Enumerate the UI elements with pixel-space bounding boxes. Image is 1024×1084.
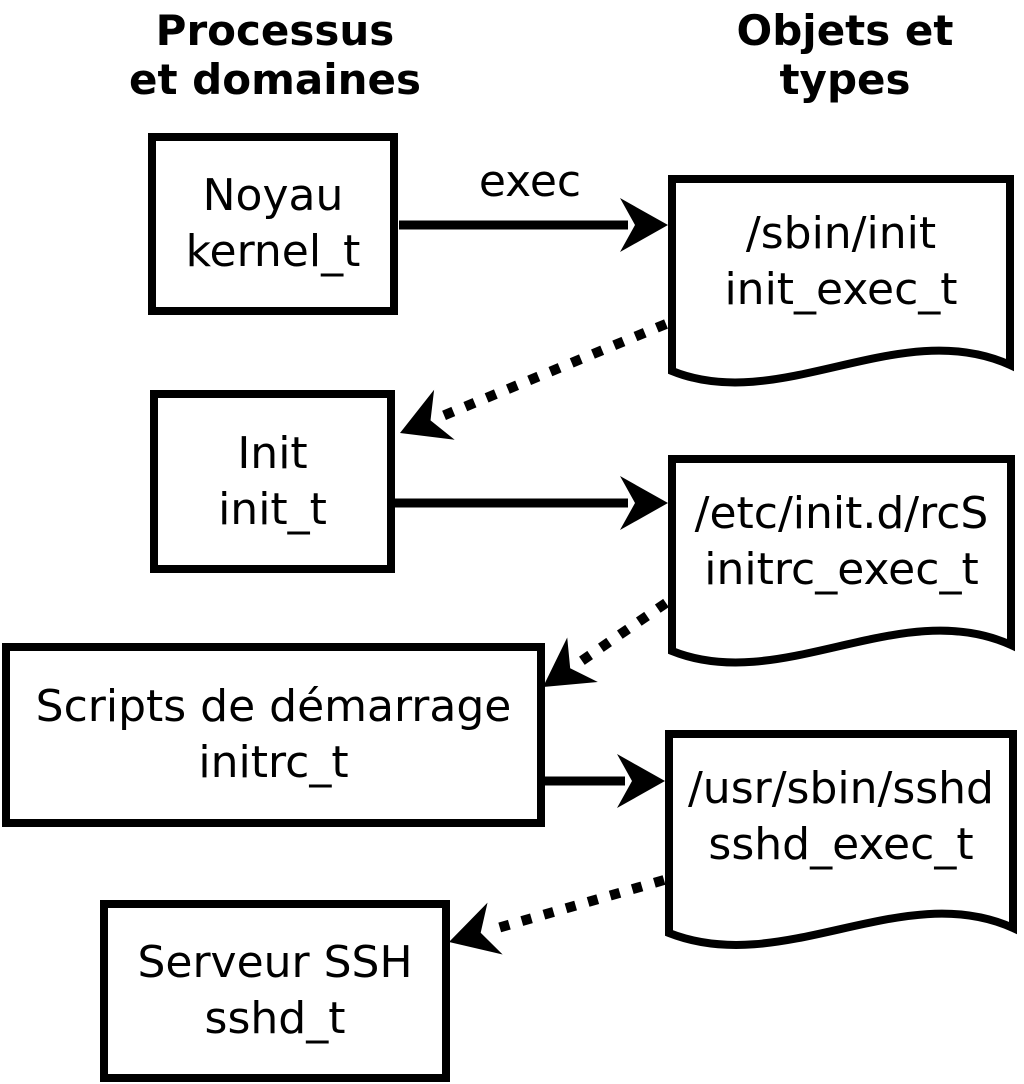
arrowhead-icon [620,198,668,252]
document-sbin-init-label: /sbin/init init_exec_t [670,179,1012,345]
document-usr-sbin-sshd-label: /usr/sbin/sshd sshd_exec_t [667,734,1015,900]
document-shape-sbin-init [668,175,1014,387]
process-domain-type: sshd_t [204,993,346,1044]
object-path: /etc/init.d/rcS [694,488,989,539]
document-shape-usr-sbin-sshd [665,730,1017,949]
process-box-kernel [148,133,398,315]
process-name: Serveur SSH [137,937,413,988]
process-box-sshd [100,900,450,1082]
column-header-processes-line1: Processus [155,6,395,55]
solid-arrow-init-to-rcs [392,476,668,530]
exec-edge-label: exec [478,156,582,207]
column-header-objects-line2: types [779,55,911,104]
process-box-initrc [2,643,545,827]
dotted-arrow-rcs-to-initrc [543,598,669,687]
column-header-objects: Objets et types [665,6,1024,104]
dotted-arrow-sbininit-to-init [400,319,668,440]
solid-arrow-kernel-to-sbininit [399,198,668,252]
process-box-init [150,390,395,573]
arrowhead-icon [620,476,668,530]
process-name: Init [237,427,308,479]
column-header-processes-line2: et domaines [129,55,421,104]
arrowhead-icon [617,754,665,808]
document-etc-initd-rcs-label: /etc/init.d/rcS initrc_exec_t [670,459,1013,625]
process-box-initrc-label: Scripts de démarrage initrc_t [2,643,545,827]
process-domain-type: initrc_t [198,737,349,788]
object-type: initrc_exec_t [704,544,979,595]
process-box-kernel-label: Noyau kernel_t [148,133,398,315]
column-header-processes: Processus et domaines [45,6,505,104]
object-path: /sbin/init [745,208,937,259]
arrowhead-icon [449,902,503,955]
object-type: sshd_exec_t [708,819,974,870]
solid-arrow-initrc-to-sshdexec [542,754,665,808]
document-shape-etc-initd-rcs [668,455,1015,667]
process-box-sshd-label: Serveur SSH sshd_t [100,900,450,1082]
object-type: init_exec_t [724,264,958,315]
process-name: Scripts de démarrage [35,681,512,732]
column-header-objects-line1: Objets et [736,6,954,55]
process-domain-type: kernel_t [185,226,361,277]
process-domain-type: init_t [218,483,327,535]
dotted-arrow-sshdexec-to-sshd [449,875,666,955]
process-name: Noyau [202,170,344,221]
arrowhead-icon [543,637,598,687]
arrowhead-icon [400,389,455,440]
process-box-init-label: Init init_t [150,390,395,573]
object-path: /usr/sbin/sshd [687,763,994,814]
